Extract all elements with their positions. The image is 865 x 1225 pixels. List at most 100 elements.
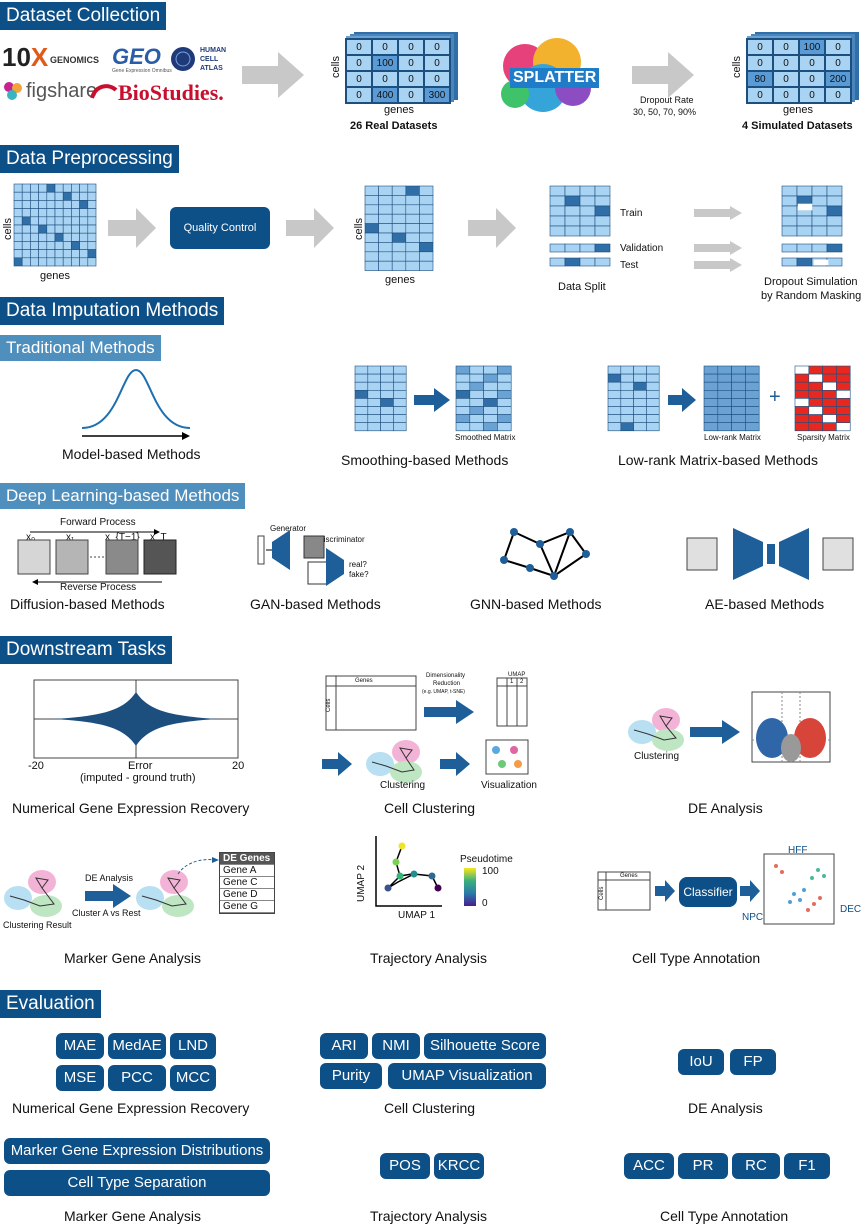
tenx-genomics-text: GENOMICS	[50, 55, 100, 65]
grid-cell	[393, 398, 407, 407]
grid-cell	[836, 398, 851, 407]
grid-cell	[46, 241, 56, 250]
grid-cell	[822, 414, 837, 423]
grid-cell	[455, 381, 471, 391]
generator-label: Generator	[270, 524, 307, 533]
grid-cell	[633, 422, 647, 432]
de-clustering-graph-icon	[628, 708, 684, 751]
grid-cell	[717, 389, 732, 399]
grid-cell	[594, 205, 611, 217]
grid-cell	[836, 373, 851, 383]
grid-cell	[79, 257, 89, 267]
grid-cell	[836, 422, 851, 432]
geo-logo: GEO	[112, 44, 161, 69]
dimred-line3: (e.g. UMAP, t-SNE)	[422, 689, 465, 695]
grid-cell	[579, 243, 596, 253]
grid-cell	[79, 232, 89, 242]
grid-cell	[594, 215, 611, 227]
grid-cell	[79, 224, 89, 234]
grid-cell	[745, 414, 760, 423]
matrix-cell: 0	[398, 71, 424, 87]
clustering-label: Clustering	[380, 780, 426, 791]
error-subtitle: (imputed - ground truth)	[80, 772, 196, 784]
grid-cell	[579, 215, 596, 227]
grid-cell	[71, 232, 80, 242]
grid-cell	[364, 260, 379, 271]
grid-cell	[378, 232, 393, 243]
grid-cell	[826, 185, 843, 197]
metric-pill: MAE	[56, 1033, 104, 1059]
x1-label: x₁	[66, 532, 75, 543]
grid-cell	[62, 249, 72, 259]
lowrank-arrow	[668, 388, 696, 412]
grid-cell	[633, 398, 647, 407]
grid-cell	[620, 406, 634, 415]
grid-cell	[21, 249, 31, 259]
grid-cell	[646, 381, 660, 391]
grid-cell	[38, 232, 48, 242]
grid-cell	[13, 183, 23, 193]
pre-arrow-2	[286, 208, 334, 248]
grid-cell	[564, 185, 581, 197]
metric-pill: Silhouette Score	[424, 1033, 546, 1059]
error-title: Error	[128, 760, 153, 772]
matrix-cell: 0	[773, 55, 799, 71]
sim-datasets-caption: 4 Simulated Datasets	[742, 120, 853, 132]
ae-caption: AE-based Methods	[705, 596, 825, 612]
num-recovery-caption: Numerical Gene Expression Recovery	[12, 800, 250, 816]
grid-cell	[822, 381, 837, 391]
genes-cells-table	[325, 675, 417, 731]
grid-cell	[87, 183, 97, 193]
grid-cell	[633, 381, 647, 391]
grid-cell	[367, 373, 381, 383]
grid-cell	[717, 406, 732, 415]
hca-globe-icon	[171, 47, 195, 71]
grid-cell	[808, 389, 823, 399]
grid-cell	[607, 406, 622, 415]
grid-cell	[646, 373, 660, 383]
matrix-cell: 0	[799, 55, 825, 71]
de-gene-row: Gene A	[220, 865, 274, 877]
de-analysis-caption: DE Analysis	[688, 800, 763, 816]
grid-cell	[87, 257, 97, 267]
grid-cell	[71, 191, 80, 201]
de-gene-row: Gene D	[220, 889, 274, 901]
de-genes-header: DE Genes	[220, 853, 274, 865]
metric-pill: KRCC	[434, 1153, 484, 1179]
grid-cell	[836, 406, 851, 415]
grid-cell	[378, 204, 393, 215]
grid-cell	[549, 195, 566, 207]
section-traditional-methods: Traditional Methods	[0, 335, 161, 361]
grid-cell	[46, 249, 56, 259]
grid-cell	[30, 191, 39, 201]
grid-cell	[731, 365, 746, 375]
grid-cell	[21, 200, 31, 209]
grid-cell	[836, 365, 851, 375]
grid-cell	[405, 195, 420, 206]
eval-de-caption: DE Analysis	[688, 1100, 763, 1116]
table-cells-label: Cells	[326, 698, 332, 712]
grid-cell	[781, 215, 798, 227]
trajectory-plot	[375, 836, 442, 907]
grid-cell	[717, 365, 732, 375]
quality-control-box: Quality Control	[170, 207, 270, 249]
reverse-process-label: Reverse Process	[60, 582, 137, 593]
cluster-out-arrow	[440, 752, 470, 776]
grid-cell	[405, 232, 420, 243]
grid-cell	[71, 249, 80, 259]
grid-cell	[808, 398, 823, 407]
grid-cell	[808, 414, 823, 423]
pre-genes-label: genes	[40, 270, 70, 282]
grid-cell	[731, 373, 746, 383]
grid-cell	[54, 241, 64, 250]
grid-cell	[620, 422, 634, 432]
umap1-axis-label: UMAP 1	[398, 910, 436, 921]
grid-cell	[30, 257, 39, 267]
grid-cell	[380, 365, 394, 375]
grid-cell	[811, 205, 828, 217]
grid-cell	[62, 241, 72, 250]
grid-cell	[364, 213, 379, 224]
hff-label: HFF	[788, 845, 808, 856]
grid-cell	[796, 215, 813, 227]
reverse-arrow	[32, 579, 162, 585]
